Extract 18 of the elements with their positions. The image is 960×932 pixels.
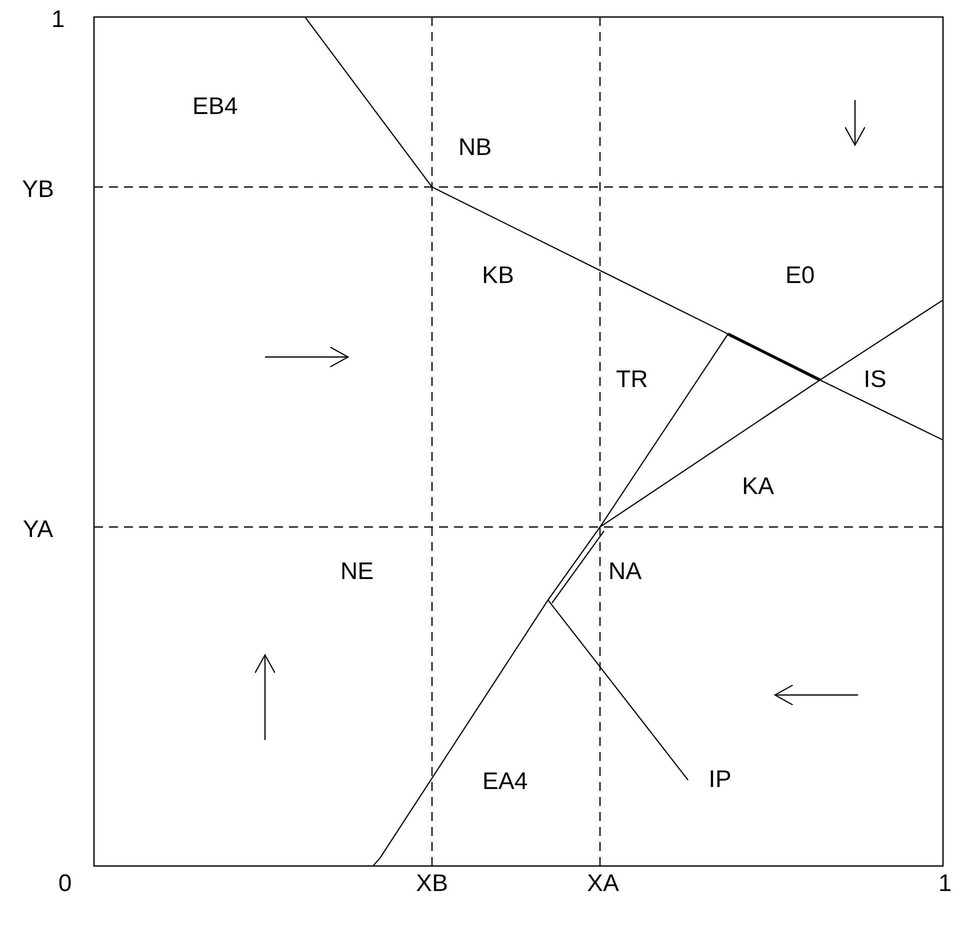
- region-label: IS: [864, 368, 886, 392]
- axis-tick-label: YA: [22, 518, 54, 542]
- axis-tick-label: XA: [587, 872, 619, 896]
- axis-tick-label: 1: [51, 8, 65, 32]
- region-label: NE: [340, 560, 374, 584]
- region-label: TR: [616, 368, 648, 392]
- axis-tick-label: 0: [58, 872, 72, 896]
- region-label: KA: [742, 475, 774, 499]
- region-label: EB4: [192, 95, 238, 119]
- region-label: E0: [785, 264, 815, 288]
- curve-label: IP: [708, 768, 732, 792]
- axis-tick-label: 1: [938, 872, 952, 896]
- axis-tick-label: XB: [416, 872, 448, 896]
- region-label: KB: [482, 264, 514, 288]
- axis-tick-label: YB: [22, 178, 54, 202]
- region-label: NB: [458, 136, 492, 160]
- region-label: EA4: [482, 770, 528, 794]
- region-label: NA: [608, 560, 642, 584]
